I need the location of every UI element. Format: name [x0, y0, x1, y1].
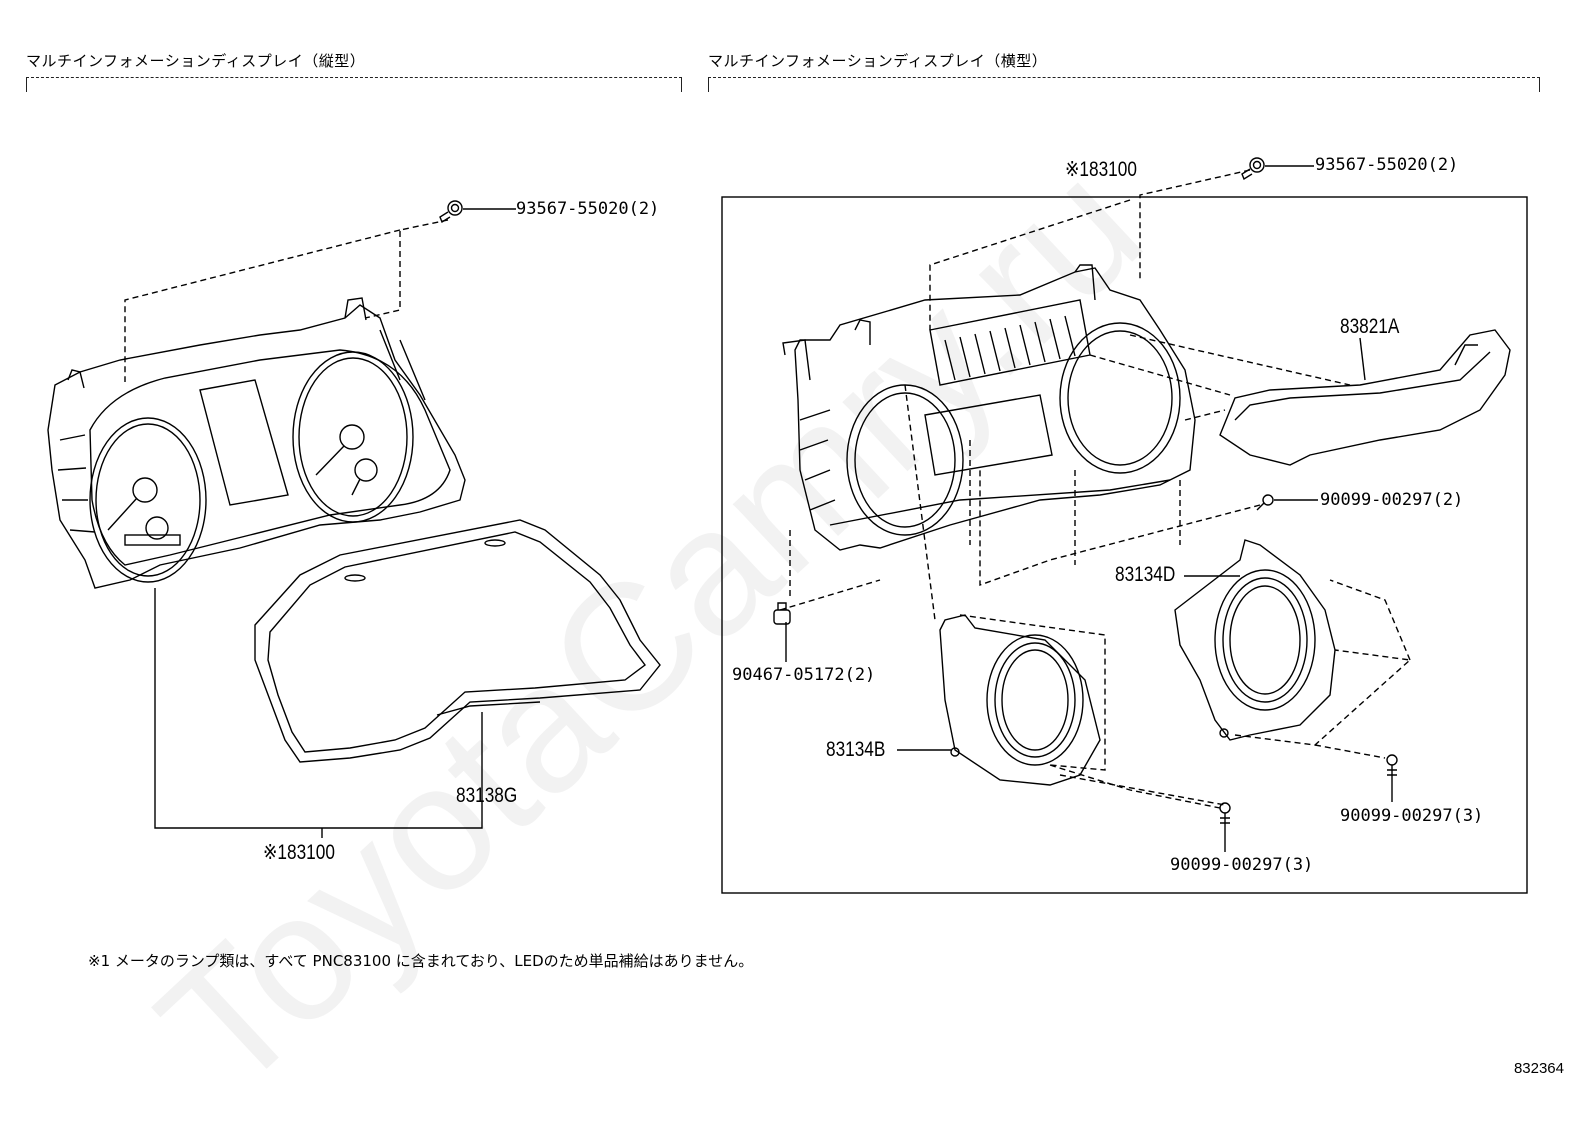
label-cover: 83821A: [1340, 315, 1400, 338]
diagram-id: 832364: [1513, 1060, 1564, 1077]
label-assembly-right: ※183100: [1065, 158, 1137, 181]
label-clip: 90467-05172(2): [732, 665, 876, 685]
label-screw-a: 90099-00297(2): [1320, 490, 1464, 510]
combination-meter-vertical: [47, 297, 466, 589]
label-bolt-left: 93567-55020(2): [516, 199, 660, 219]
label-assembly-left: ※183100: [263, 841, 335, 864]
bolt-icon-right: [1241, 157, 1265, 181]
screw-icon-a: [1256, 494, 1274, 511]
header-vertical-display: マルチインフォメーションディスプレイ（縦型）: [26, 52, 366, 70]
label-ring-d: 83134D: [1115, 563, 1176, 586]
leader-cover: [1359, 337, 1366, 381]
mount-line-left-1: [364, 219, 449, 319]
assembly-bracket-left: [154, 588, 483, 829]
label-screw-b: 90099-00297(3): [1170, 855, 1314, 875]
header-horizontal-display: マルチインフォメーションディスプレイ（横型）: [708, 52, 1048, 70]
clip-icon: [773, 602, 791, 625]
bolt-icon-left: [439, 200, 463, 224]
screw-icon-c: [1386, 754, 1398, 782]
mount-line-left-2: [124, 229, 401, 382]
ring-83134D: [1174, 539, 1336, 741]
screw-icon-b: [1219, 802, 1231, 830]
label-lens: 83138G: [456, 784, 518, 807]
cover-83821A: [1219, 329, 1511, 466]
ring-83134B: [939, 614, 1101, 786]
combination-meter-horizontal: [782, 264, 1196, 551]
dashed-leaders-right: [779, 169, 1412, 809]
frame-horizontal-display: [721, 196, 1528, 894]
parts-diagram: [47, 157, 1528, 894]
header-bracket-left: [26, 77, 682, 92]
label-bolt-right: 93567-55020(2): [1315, 155, 1459, 175]
lens-83138G: [254, 519, 661, 763]
label-ring-b: 83134B: [826, 738, 886, 761]
header-bracket-right: [708, 77, 1540, 92]
label-screw-c: 90099-00297(3): [1340, 806, 1484, 826]
footnote: ※1 メータのランプ類は、すべて PNC83100 に含まれており、LEDのため…: [88, 952, 754, 970]
